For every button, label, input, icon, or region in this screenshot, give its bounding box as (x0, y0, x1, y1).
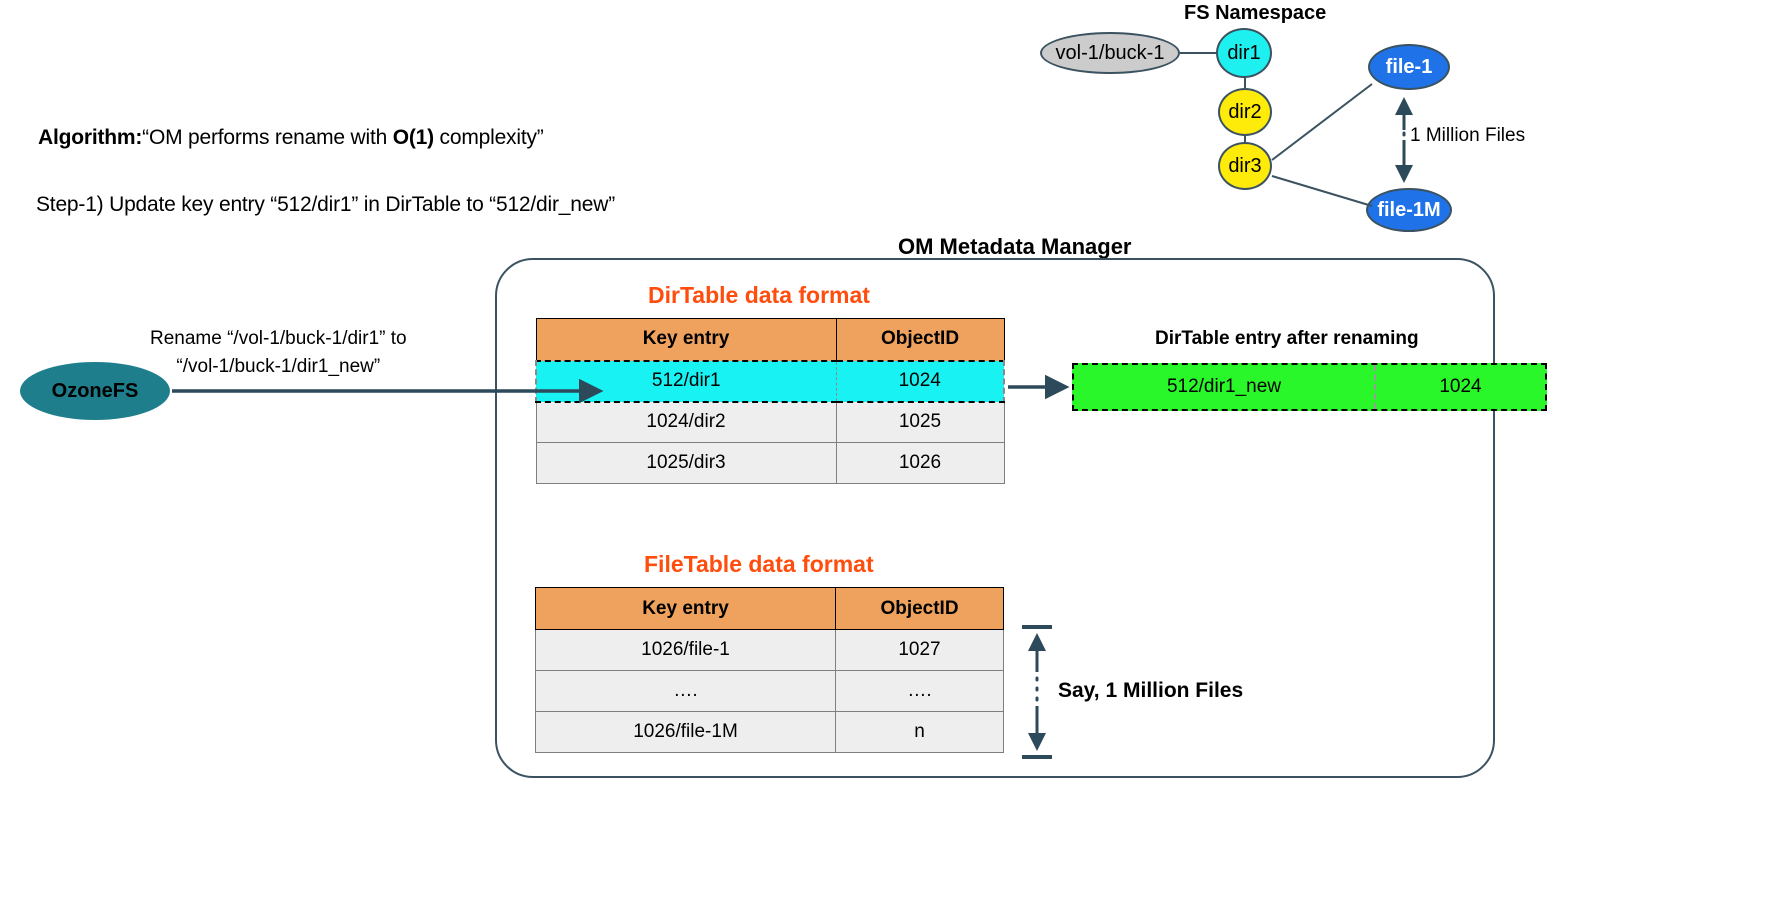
node-file-1: file-1 (1368, 44, 1450, 90)
node-dir2: dir2 (1218, 88, 1272, 136)
filetable-cell-key: 1026/file-1 (535, 629, 836, 671)
renamed-entry-title: DirTable entry after renaming (1155, 328, 1419, 349)
algorithm-quote-close: complexity” (433, 126, 544, 149)
dirtable-header-objectid: ObjectID (835, 318, 1005, 361)
renamed-entry-objectid: 1024 (1439, 376, 1482, 397)
dirtable-title: DirTable data format (648, 282, 870, 308)
table-row: …. …. (535, 670, 1004, 712)
fs-namespace-title: FS Namespace (1184, 2, 1327, 24)
node-file-1-label: file-1 (1385, 55, 1433, 78)
renamed-entry-key: 512/dir1_new (1074, 365, 1376, 409)
table-row: 1026/file-1 1027 (535, 629, 1004, 671)
dirtable-cell-key: 1024/dir2 (535, 401, 837, 443)
node-bucket: vol-1/buck-1 (1040, 32, 1180, 74)
dirtable-cell-objectid: 1026 (835, 442, 1005, 484)
rename-label-line-1: Rename “/vol-1/buck-1/dir1” to (150, 328, 407, 349)
table-row: 1024/dir2 1025 (535, 401, 1005, 443)
edge-dir3-file1 (1271, 83, 1373, 161)
say-million-files-label: Say, 1 Million Files (1058, 679, 1244, 702)
node-dir1: dir1 (1216, 28, 1272, 78)
algorithm-label: Algorithm: (38, 126, 143, 149)
node-dir2-label: dir2 (1228, 100, 1262, 123)
filetable-header-objectid: ObjectID (835, 587, 1004, 630)
filetable-cell-objectid: n (835, 711, 1004, 753)
table-row: 512/dir1 1024 (535, 359, 1005, 403)
filetable-cell-key: …. (535, 670, 836, 712)
node-file-1m: file-1M (1366, 188, 1452, 232)
node-bucket-label: vol-1/buck-1 (1055, 41, 1165, 64)
dirtable: Key entry ObjectID 512/dir1 1024 1024/di… (535, 318, 1005, 484)
step-1-text: Step-1) Update key entry “512/dir1” in D… (36, 193, 615, 216)
dirtable-cell-objectid: 1025 (835, 401, 1005, 443)
dirtable-header-key: Key entry (535, 318, 837, 361)
table-row: 1025/dir3 1026 (535, 442, 1005, 484)
ozonefs-label: OzoneFS (51, 379, 139, 402)
filetable-header-key: Key entry (535, 587, 836, 630)
om-metadata-manager-container (495, 258, 1495, 778)
algorithm-quote-open: “OM performs rename with (142, 126, 393, 149)
filetable-cell-objectid: 1027 (835, 629, 1004, 671)
rename-operation-label: Rename “/vol-1/buck-1/dir1” to “/vol-1/b… (150, 325, 407, 381)
renamed-entry-box: 512/dir1_new 1024 (1072, 363, 1547, 411)
million-files-label: 1 Million Files (1410, 125, 1526, 146)
node-dir1-label: dir1 (1227, 41, 1261, 64)
edge-dir3-file1m (1271, 175, 1373, 207)
dirtable-header-row: Key entry ObjectID (535, 318, 1005, 361)
algorithm-line: Algorithm:“OM performs rename with O(1) … (38, 126, 544, 150)
filetable-header-row: Key entry ObjectID (535, 587, 1004, 630)
node-dir3-label: dir3 (1228, 154, 1262, 177)
dirtable-cell-objectid: 1024 (836, 359, 1005, 403)
algorithm-complexity: O(1) (392, 126, 434, 149)
node-file-1m-label: file-1M (1377, 198, 1441, 221)
filetable-cell-key: 1026/file-1M (535, 711, 836, 753)
om-metadata-manager-title: OM Metadata Manager (898, 234, 1132, 259)
rename-label-line-2: “/vol-1/buck-1/dir1_new” (176, 356, 381, 377)
dirtable-cell-key: 512/dir1 (535, 359, 837, 403)
dirtable-cell-key: 1025/dir3 (535, 442, 837, 484)
table-row: 1026/file-1M n (535, 711, 1004, 753)
ozonefs-node: OzoneFS (20, 362, 170, 420)
node-dir3: dir3 (1218, 142, 1272, 190)
filetable: Key entry ObjectID 1026/file-1 1027 …. …… (535, 587, 1004, 753)
filetable-title: FileTable data format (644, 551, 874, 577)
filetable-cell-objectid: …. (835, 670, 1004, 712)
